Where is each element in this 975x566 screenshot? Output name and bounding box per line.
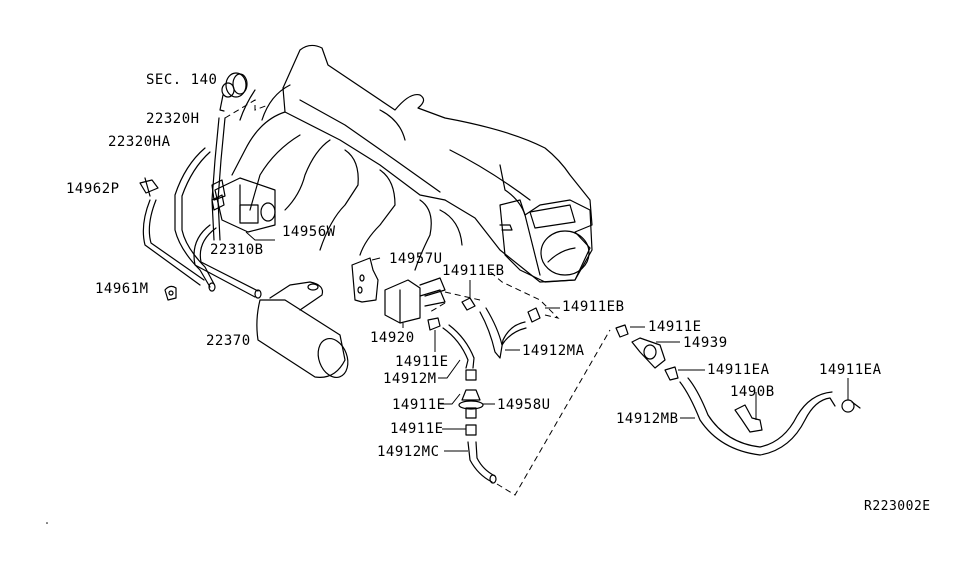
label-14911E-c: 14911E: [390, 421, 444, 437]
label-14911EA-a: 14911EA: [707, 362, 770, 378]
label-14911E-d: 14911E: [648, 319, 702, 335]
label-22370: 22370: [206, 333, 251, 349]
clamp-14911EB-a: [461, 280, 476, 311]
clamp-14911EA-a: [664, 366, 705, 381]
label-14958U: 14958U: [497, 397, 551, 413]
intake-manifold: [231, 44, 593, 283]
hose-14912MC: [444, 441, 497, 484]
clip-14961M: [164, 285, 177, 301]
label-14912M: 14912M: [383, 371, 437, 387]
clamp-14911EA-b: [841, 378, 861, 413]
label-14939: 14939: [683, 335, 728, 351]
vacuum-hose-22320HA: [174, 147, 216, 292]
hose-14961: [142, 199, 205, 286]
label-14911E-a: 14911E: [395, 354, 449, 370]
diagram-reference-code: R223002E: [864, 499, 931, 514]
label-22320H: 22320H: [146, 111, 200, 127]
solenoid-valve-14920: [384, 277, 446, 328]
solenoid-valve-14956W: [211, 177, 276, 241]
clamp-14911E-a: [427, 317, 441, 352]
hose-22310B: [193, 224, 262, 299]
label-14962P: 14962P: [66, 181, 120, 197]
brake-booster-connector: [219, 72, 248, 112]
label-14911EB-a: 14911EB: [442, 263, 505, 279]
label-14961M: 14961M: [95, 281, 149, 297]
label-14911E-b: 14911E: [392, 397, 446, 413]
label-sec-140: SEC. 140: [146, 72, 218, 88]
label-1490B: 1490B: [730, 384, 775, 400]
hose-14912MA: [479, 307, 527, 359]
hose-14912M: [438, 324, 475, 379]
label-14912MB: 14912MB: [616, 411, 679, 427]
filter-14939: [631, 337, 680, 369]
clamp-14911E-c: [442, 424, 477, 436]
label-14957U: 14957U: [389, 251, 443, 267]
hose-14912MB: [679, 377, 836, 456]
label-14912MA: 14912MA: [522, 343, 585, 359]
canister-22370: [256, 281, 349, 378]
valve-14958U: [440, 369, 495, 419]
clip-14962P: [139, 177, 159, 197]
label-14920: 14920: [370, 330, 415, 346]
label-14911EA-b: 14911EA: [819, 362, 882, 378]
bracket-14957U: [351, 257, 381, 303]
label-14956W: 14956W: [282, 224, 336, 240]
vacuum-hose-22320H: [211, 117, 226, 241]
label-22310B: 22310B: [210, 242, 264, 258]
clip-1490B: [734, 392, 763, 433]
label-22320HA: 22320HA: [108, 134, 171, 150]
label-14912MC: 14912MC: [377, 444, 440, 460]
label-14911EB-b: 14911EB: [562, 299, 625, 315]
clamp-14911E-d: [615, 324, 645, 338]
clamp-14911EB-b: [527, 307, 560, 323]
